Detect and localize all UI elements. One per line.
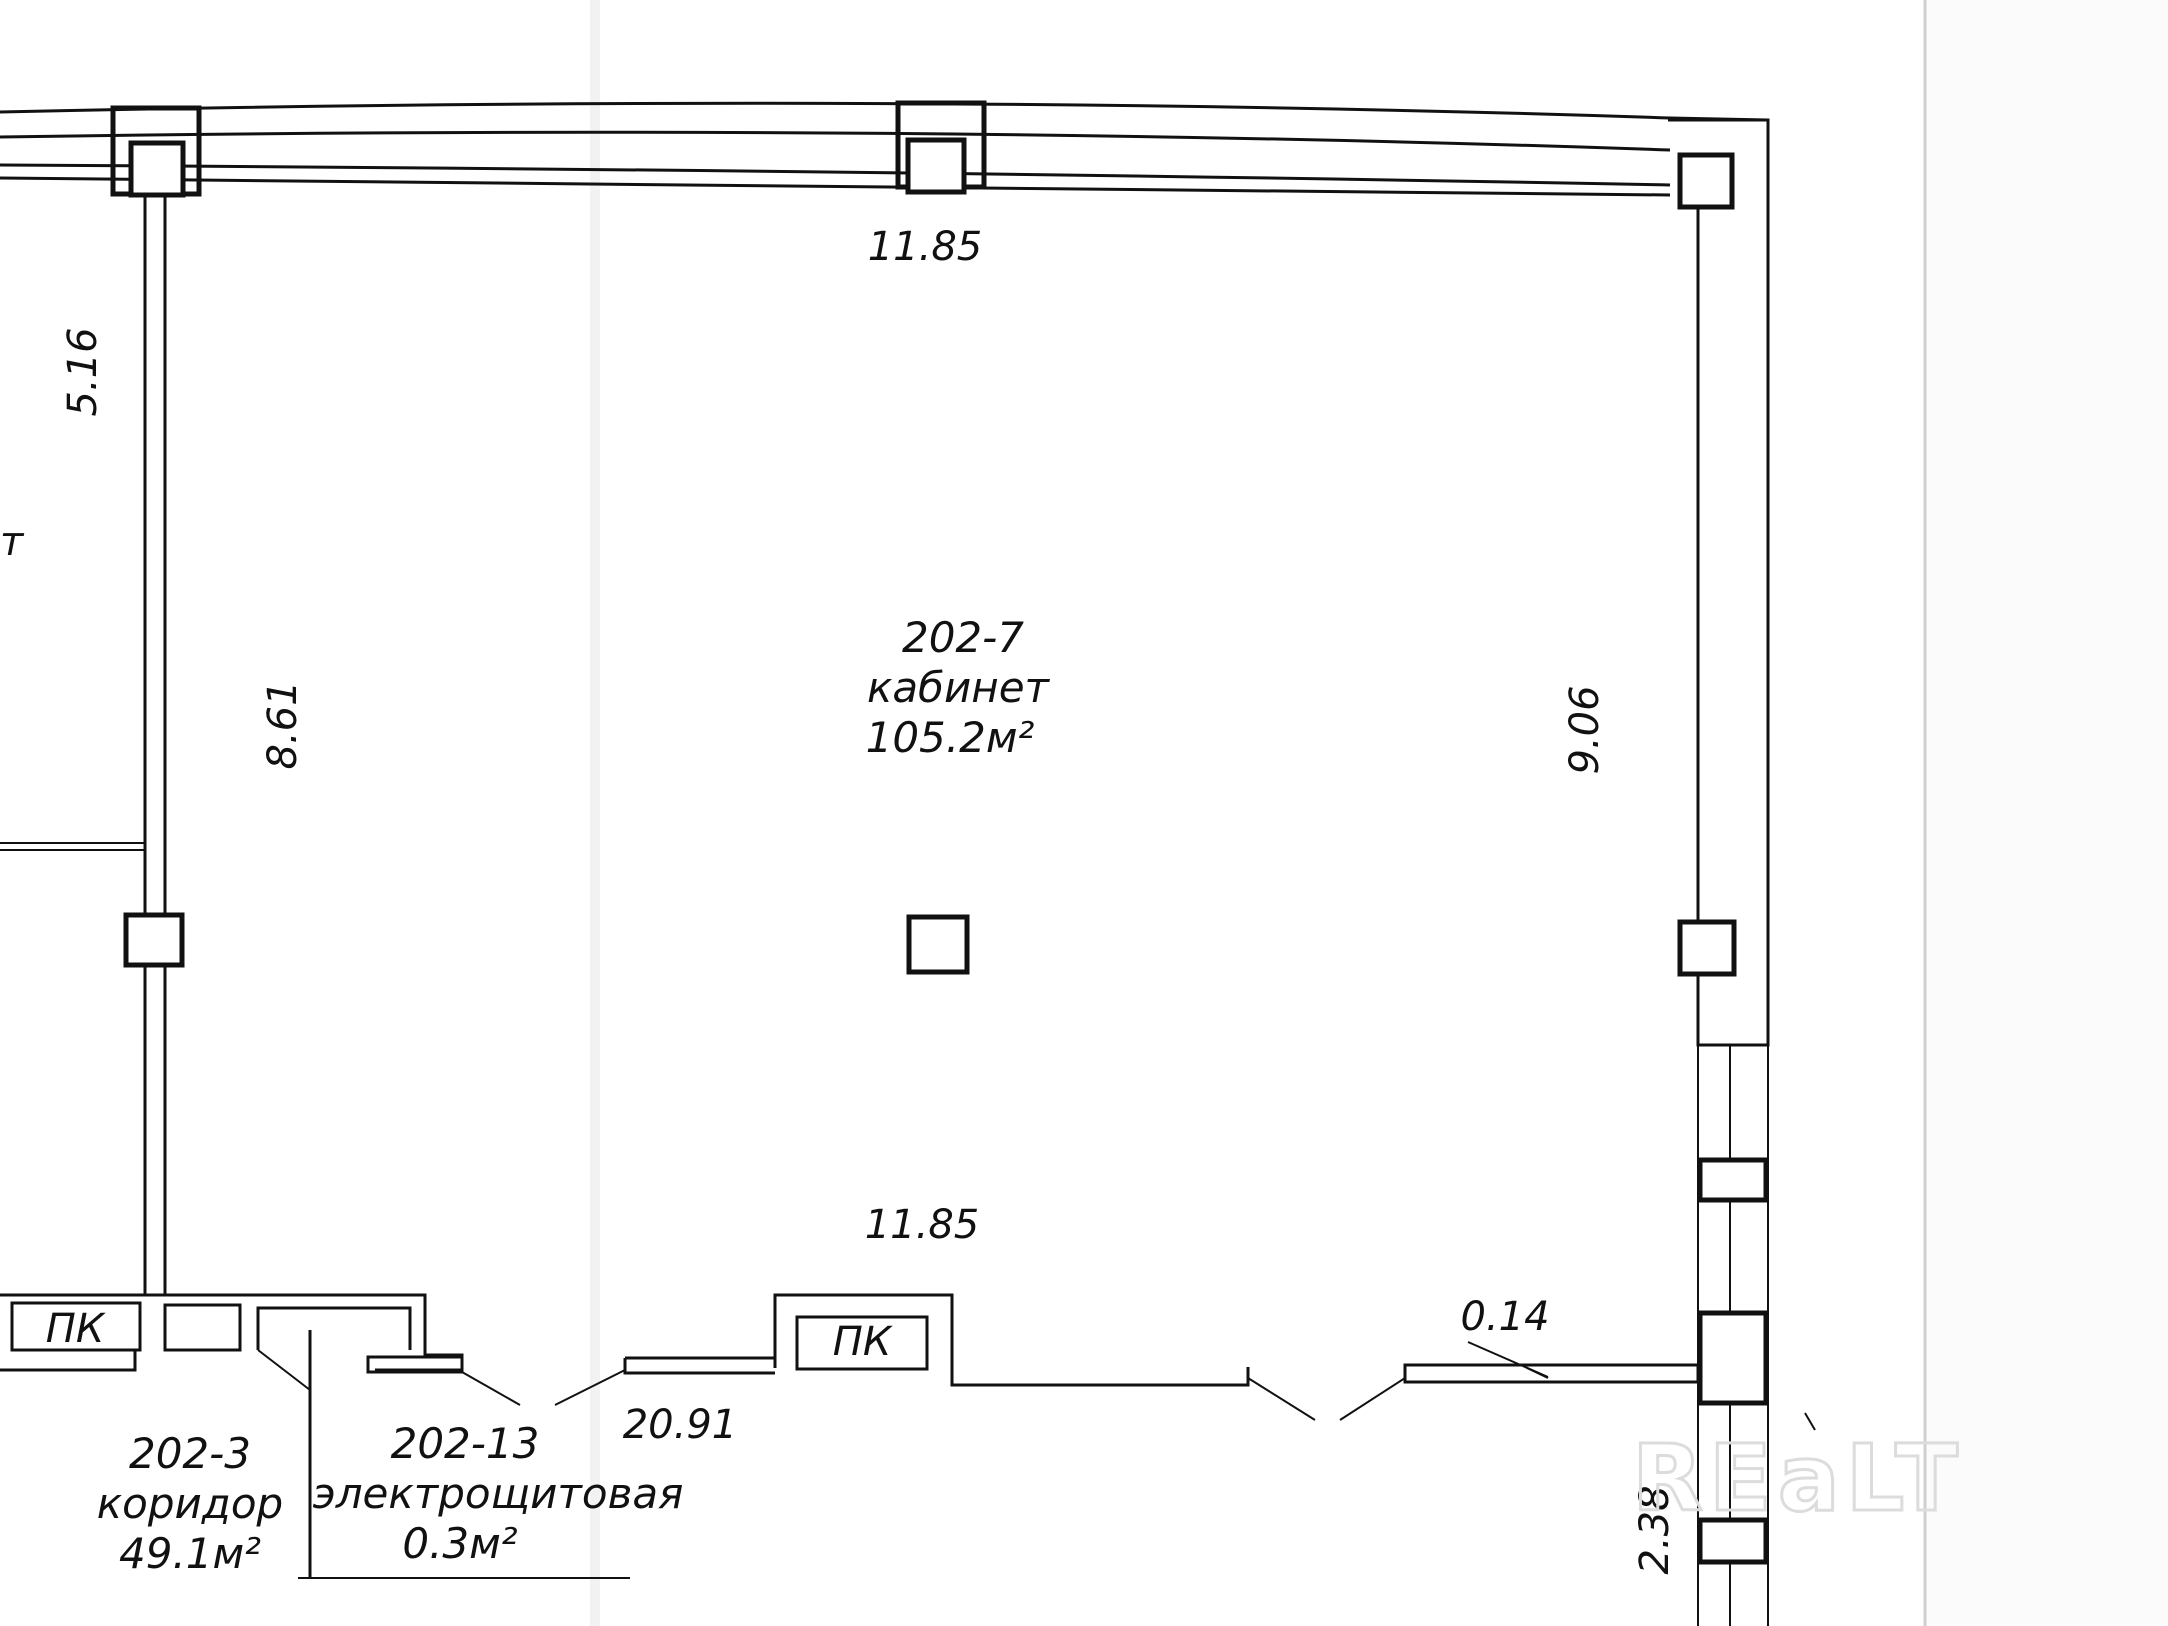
dimension-top: 11.85	[868, 224, 983, 270]
dimension-right-lower: 2.38	[1632, 1485, 1678, 1574]
partial-label: т	[0, 519, 25, 565]
watermark-logo: REaLT	[1632, 1425, 1964, 1532]
room-main-name: кабинет	[867, 663, 1051, 712]
room-main-area: 105.2м²	[866, 713, 1035, 762]
dimension-front: 20.91	[623, 1402, 738, 1448]
dimension-right: 9.06	[1562, 685, 1608, 774]
room-electrical-name: электрощитовая	[313, 1469, 684, 1518]
room-corridor-number: 202-3	[129, 1429, 251, 1478]
dimension-leaders	[1467, 1341, 1816, 1431]
room-corridor-name: коридор	[97, 1479, 283, 1528]
dimension-bottom: 11.85	[865, 1202, 980, 1248]
dimension-small: 0.14	[1460, 1294, 1549, 1340]
room-electrical-number: 202-13	[391, 1419, 540, 1468]
top-wall	[0, 101, 1769, 197]
paper-edge-margin	[1925, 0, 2168, 1626]
room-electrical-area: 0.3м²	[402, 1519, 517, 1568]
columns	[110, 100, 1737, 977]
room-main-number: 202-7	[902, 613, 1024, 662]
shaft-label-center: ПК	[833, 1319, 893, 1365]
partition-wall	[0, 195, 167, 1295]
dimension-left-inner: 8.61	[260, 680, 306, 769]
right-wall	[1668, 118, 1770, 1626]
dimension-left-far: 5.16	[60, 327, 106, 416]
room-corridor-area: 49.1м²	[119, 1529, 261, 1578]
paper-fold	[590, 0, 600, 1626]
shaft-label-left: ПК	[46, 1306, 106, 1352]
